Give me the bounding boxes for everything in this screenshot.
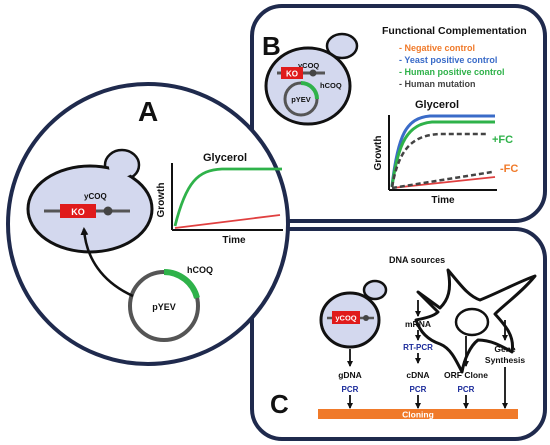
panel-b-letter: B — [262, 31, 281, 61]
panel-a: A yCOQ KO Glycerol Growth Time hCOQ — [6, 82, 290, 366]
column-synthesis: Gene Synthesis — [485, 320, 525, 409]
cloning-label: Cloning — [402, 410, 434, 420]
curve-a-complemented — [173, 167, 282, 227]
locus-dot-a — [103, 206, 113, 216]
curve-human-mutation-minus — [391, 170, 493, 190]
orf-pcr-label: PCR — [458, 385, 475, 394]
legend-entry: - Human mutation — [399, 79, 476, 89]
gene-label-c: yCOQ — [335, 314, 356, 323]
chart-a-xlabel: Time — [222, 235, 246, 246]
chart-b-xlabel: Time — [431, 195, 455, 206]
plasmid-gene-label-a: hCOQ — [187, 265, 213, 275]
gdna-label: gDNA — [338, 370, 362, 380]
orf-clone-label: ORF Clone — [444, 370, 488, 380]
chart-a: Glycerol Growth Time — [156, 152, 283, 246]
curve-human-positive — [390, 120, 495, 188]
gene-synthesis-label-line1: Gene — [494, 344, 516, 354]
gene-label-a: yCOQ — [84, 192, 107, 201]
cdna-label: cDNA — [406, 370, 429, 380]
human-cell — [414, 268, 537, 374]
column-cdna: mRNA RT-PCR cDNA PCR — [403, 300, 433, 409]
plasmid-a: hCOQ pYEV — [80, 227, 213, 342]
column-gdna: gDNA PCR — [338, 349, 362, 409]
mrna-label: mRNA — [405, 319, 431, 329]
rtpcr-label: RT-PCR — [403, 343, 433, 352]
legend-entry: - Human positive control — [399, 67, 505, 77]
chart-a-ylabel: Growth — [156, 183, 167, 218]
cloning-bar — [318, 409, 518, 419]
curve-a-knockout — [174, 214, 281, 229]
fc-plus-label: +FC — [492, 134, 513, 146]
legend-entry: - Yeast positive control — [399, 55, 497, 65]
chart-b-title: Glycerol — [415, 99, 459, 111]
fc-minus-label: -FC — [500, 163, 518, 175]
ko-box-b — [281, 67, 303, 79]
yeast-cell-b: yCOQ KO hCOQ pYEV — [264, 32, 359, 126]
column-orf: ORF Clone PCR — [444, 336, 488, 409]
chart-b: Glycerol Growth Time +FC -FC — [373, 99, 518, 206]
arrow-plasmid-to-cell — [80, 227, 134, 298]
gene-label-b: yCOQ — [298, 61, 319, 70]
locus-dot-b — [309, 69, 317, 77]
curve-human-mutation-plus — [390, 132, 488, 188]
panel-c-title: DNA sources — [389, 255, 445, 265]
panel-c-letter: C — [270, 389, 289, 419]
gene-synthesis-label-line2: Synthesis — [485, 355, 525, 365]
panel-b-title: Functional Complementation — [382, 25, 527, 37]
legend-entry: - Negative control — [399, 43, 475, 53]
plasmid-label-a: pYEV — [152, 302, 176, 312]
plasmid-gene-label-b: hCOQ — [320, 81, 342, 90]
plasmid-label-b: pYEV — [291, 95, 311, 104]
ko-box-a — [60, 204, 96, 218]
panel-b: B Functional Complementation yCOQ KO hCO… — [250, 4, 547, 223]
gdna-pcr-label: PCR — [342, 385, 359, 394]
ko-label-b: KO — [286, 70, 298, 79]
yeast-cell-c: yCOQ — [319, 279, 388, 349]
ko-box-c — [332, 311, 360, 324]
panel-a-letter: A — [138, 96, 158, 127]
chart-a-title: Glycerol — [203, 152, 247, 164]
panel-c: C DNA sources yCOQ gDNA PCR mRNA — [250, 227, 547, 441]
plasmid-insert-a — [163, 269, 200, 299]
yeast-cell-a: yCOQ KO — [26, 148, 154, 254]
legend-b: - Negative control - Yeast positive cont… — [399, 43, 505, 89]
cdna-pcr-label: PCR — [410, 385, 427, 394]
plasmid-insert-b — [300, 81, 319, 100]
ko-label-a: KO — [71, 207, 85, 217]
chart-b-ylabel: Growth — [373, 136, 384, 171]
locus-dot-c — [363, 315, 369, 321]
